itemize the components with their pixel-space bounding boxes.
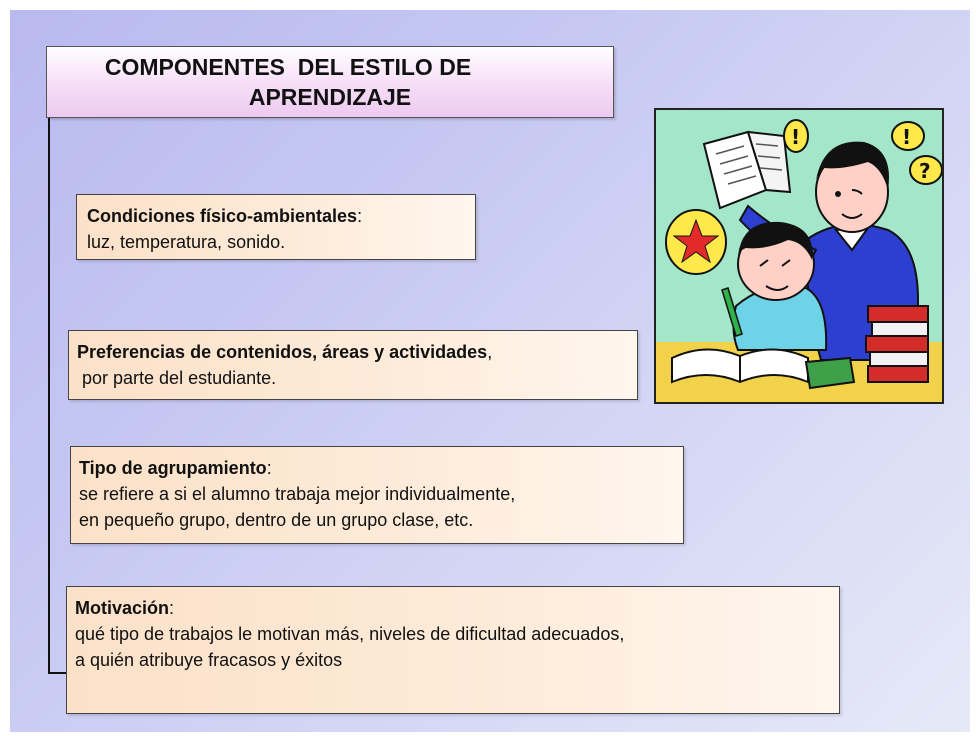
component-heading: Preferencias de contenidos, áreas y acti…: [77, 342, 488, 362]
component-text-line: a quién atribuye fracasos y éxitos: [75, 650, 343, 670]
component-text-line: se refiere a si el alumno trabaja mejor …: [79, 484, 516, 504]
slide: COMPONENTES DEL ESTILO DE APRENDIZAJE Co…: [10, 10, 970, 732]
students-studying-illustration: ! ! ?: [654, 108, 944, 404]
component-heading-separator: ,: [487, 342, 493, 362]
connector-line: [48, 118, 50, 674]
component-text-line: luz, temperatura, sonido.: [87, 232, 286, 252]
component-text-line: por parte del estudiante.: [77, 368, 277, 388]
bubble-mark: ?: [919, 159, 931, 183]
component-box-grouping: Tipo de agrupamiento: se refiere a si el…: [70, 446, 684, 544]
component-heading: Motivación: [75, 598, 170, 618]
title-line-2: APRENDIZAJE: [248, 84, 412, 110]
bubble-mark: !: [902, 125, 911, 149]
component-heading-row: Condiciones físico-ambientales:: [87, 203, 467, 229]
component-heading-separator: :: [357, 206, 363, 226]
component-box-preferences: Preferencias de contenidos, áreas y acti…: [68, 330, 638, 400]
component-heading-separator: :: [169, 598, 175, 618]
title-box: COMPONENTES DEL ESTILO DE APRENDIZAJE: [46, 46, 614, 118]
component-heading: Condiciones físico-ambientales: [87, 206, 358, 226]
connector-end: [48, 672, 72, 674]
title-line-1: COMPONENTES DEL ESTILO DE: [104, 54, 472, 80]
bubble-mark: !: [791, 125, 800, 149]
component-box-motivation: Motivación: qué tipo de trabajos le moti…: [66, 586, 840, 714]
component-text-line: qué tipo de trabajos le motivan más, niv…: [75, 624, 625, 644]
component-heading-row: Tipo de agrupamiento:: [79, 455, 675, 481]
component-box-conditions: Condiciones físico-ambientales: luz, tem…: [76, 194, 476, 260]
component-heading-separator: :: [266, 458, 272, 478]
component-heading: Tipo de agrupamiento: [79, 458, 267, 478]
component-heading-row: Motivación:: [75, 595, 831, 621]
students-studying-clipart-icon: ! ! ?: [656, 110, 942, 402]
component-text-line: en pequeño grupo, dentro de un grupo cla…: [79, 510, 474, 530]
component-heading-row: Preferencias de contenidos, áreas y acti…: [77, 339, 629, 365]
